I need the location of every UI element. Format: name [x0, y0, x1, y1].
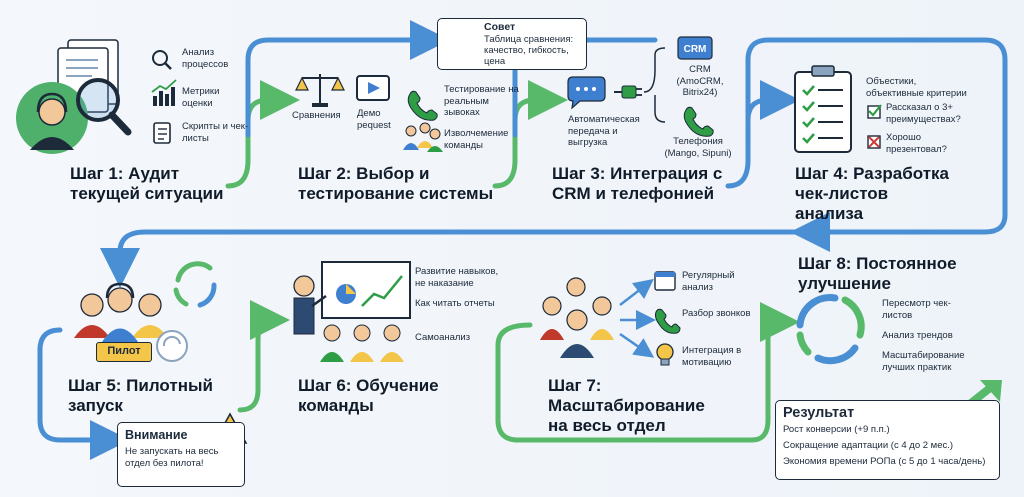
- branch-lines: [643, 47, 666, 123]
- warning-box: [117, 422, 245, 487]
- step2-item-team: Изволчемение команды: [444, 128, 509, 151]
- step3-item-transfer: Автоматическая передача и выгрузка: [568, 114, 640, 148]
- connector-6-7: [495, 302, 800, 443]
- phone-icon: [654, 308, 681, 334]
- calendar-icon: [654, 271, 676, 291]
- telephony-phone-icon: [683, 106, 714, 137]
- checklist-icon: [153, 122, 171, 144]
- pilot-badge: Пилот: [96, 342, 152, 362]
- connector-4-5: [100, 229, 803, 288]
- fan-arrows: [619, 278, 656, 358]
- step1-item-analysis: Анализ процессов: [182, 47, 229, 70]
- refresh-icon: [156, 330, 188, 362]
- team-scale-icon: [540, 277, 614, 358]
- plug-icon: [614, 85, 642, 99]
- step8-item-review: Пересмотр чек-листов: [882, 298, 951, 321]
- cycle-icon: [173, 261, 217, 308]
- magnifier-icon: [76, 78, 132, 136]
- step7-title: Шаг 7: Масштабирование на весь отдел: [548, 376, 705, 435]
- team-icon: [403, 122, 443, 152]
- step4-item-benefits: Рассказал о 3+ преимуществах?: [886, 102, 961, 125]
- result-time-savings: Экономия времени РОПа (с 5 до 1 часа/ден…: [783, 456, 986, 467]
- step3-item-crm: CRM (AmoCRM, Bitrix24): [676, 64, 724, 98]
- step1-title: Шаг 1: Аудит текущей ситуации: [70, 164, 224, 203]
- step6-item-selfanalysis: Самоанализ: [415, 332, 471, 343]
- step4-title: Шаг 4: Разработка чек-листов анализа: [795, 164, 949, 223]
- presenter-board-icon: [293, 261, 411, 362]
- step6-item-reports: Как читать отчеты: [415, 298, 495, 309]
- step7-item-motivation: Интеграция в мотивацию: [682, 345, 742, 368]
- step2-item-comparison: Сравнения: [292, 110, 341, 121]
- result-adaptation: Сокращение адаптации (с 4 до 2 мес.): [783, 440, 954, 451]
- connector-3-4: [725, 37, 1008, 252]
- step2-title: Шаг 2: Выбор и тестирование системы: [298, 164, 494, 203]
- bar-chart-icon: [151, 79, 177, 106]
- step5-title: Шаг 5: Пилотный запуск: [68, 376, 213, 415]
- step1-item-scripts: Скрипты и чек-листы: [182, 121, 249, 144]
- step6-title: Шаг 6: Обучение команды: [298, 376, 439, 415]
- crm-badge-icon: [677, 36, 713, 60]
- connector-1-2: [225, 20, 450, 189]
- step8-title: Шаг 8: Постоянное улучшение: [798, 254, 957, 293]
- step1-item-metrics: Метрики оценки: [182, 86, 220, 109]
- headset-agent-icon: [16, 82, 88, 154]
- step4-item-criteria: Объестики, объективные критерии: [866, 76, 967, 99]
- team-headset-icon: [74, 282, 168, 345]
- step2-item-demo: Демо pequest: [357, 108, 391, 131]
- result-title: Результат: [783, 405, 855, 421]
- tip-text: Таблица сравнения: качество, гибкость, ц…: [484, 34, 574, 67]
- checkbox-checked-icon: [867, 104, 882, 119]
- warning-title: Внимание: [125, 428, 188, 442]
- lightbulb-icon: [656, 343, 674, 366]
- step8-item-trends: Анализ трендов: [882, 330, 953, 341]
- tip-title: Совет: [484, 21, 516, 33]
- step3-title: Шаг 3: Интеграция с CRM и телефонией: [552, 164, 723, 203]
- phone-icon: [407, 90, 438, 121]
- chat-icon: [567, 76, 606, 110]
- analysis-magnifier-icon: [152, 50, 172, 70]
- step7-item-calls: Разбор звонков: [682, 308, 751, 319]
- clipboard-checklist-icon: [794, 65, 852, 153]
- step3-item-telephony: Телефония (Mango, Sipuni): [664, 136, 732, 159]
- result-box: [775, 400, 1000, 480]
- step2-item-testing: Тестирование на реальным зывоках: [444, 84, 519, 118]
- result-conversion: Рост конверсии (+9 п.п.): [783, 424, 890, 435]
- step7-item-regular: Регулярный анализ: [682, 270, 735, 293]
- crm-badge-label: CRM: [684, 44, 707, 55]
- warning-text: Не запускать на весь отдел без пилота!: [125, 446, 219, 469]
- cycle-icon: [796, 294, 865, 365]
- step8-item-best-practices: Масштабирование лучших практик: [882, 350, 965, 373]
- connector-5-6: [37, 300, 290, 460]
- tip-box: [437, 18, 587, 70]
- checkbox-crossed-icon: [867, 135, 881, 149]
- step4-item-presentation: Хорошо презентовал?: [886, 132, 947, 155]
- play-icon: [356, 75, 390, 101]
- step6-item-skills: Развитие навыков, не наказание: [415, 266, 499, 289]
- scales-icon: [295, 74, 345, 107]
